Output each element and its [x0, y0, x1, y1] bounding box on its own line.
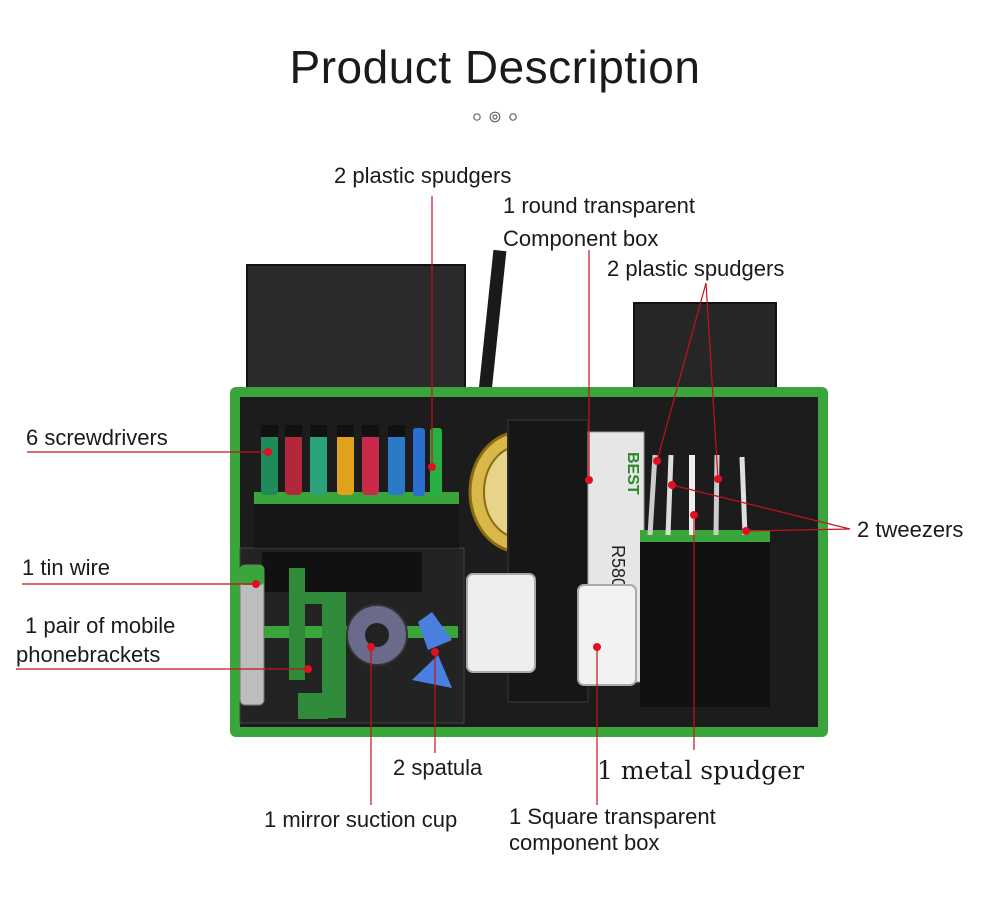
- screwdriver-pocket: [254, 504, 459, 548]
- label-round-box-line2: Component box: [503, 226, 659, 251]
- plastic-spudger-blue: [413, 428, 425, 496]
- label-tin-wire: 1 tin wire: [22, 555, 111, 580]
- dot-indicator: [473, 113, 481, 121]
- label-square-box-line1: 1 Square transparent: [509, 804, 716, 829]
- label-phone-brackets-line2: phonebrackets: [16, 642, 161, 667]
- phone-brackets: [289, 568, 346, 719]
- dot-indicator-active-center: [492, 114, 498, 120]
- velcro-strip: [262, 552, 422, 592]
- label-phone-brackets-line1: 1 pair of mobile: [25, 613, 176, 638]
- label-metal-spudger: 1 metal spudger: [597, 756, 804, 785]
- screwdriver: [337, 425, 354, 495]
- screwdrivers-group: [261, 425, 442, 496]
- screwdriver: [261, 425, 278, 495]
- tweezers-group: [640, 454, 770, 707]
- label-plastic-spudgers-left: 2 plastic spudgers: [334, 163, 512, 188]
- label-plastic-spudgers-right: 2 plastic spudgers: [607, 256, 785, 281]
- screwdriver: [310, 425, 327, 495]
- label-screwdrivers: 6 screwdrivers: [26, 425, 168, 450]
- page-title: Product Description: [289, 41, 701, 93]
- tin-wire-tube: [239, 564, 265, 706]
- callout-lines: [16, 196, 851, 805]
- label-square-box-line2: component box: [509, 830, 660, 855]
- label-tweezers: 2 tweezers: [857, 517, 964, 542]
- label-spatula: 2 spatula: [393, 755, 483, 780]
- square-component-box-left: [466, 573, 536, 673]
- plastic-spudger-green: [430, 428, 442, 496]
- package-model: R580: [608, 545, 628, 588]
- carousel-dots: [473, 111, 517, 123]
- callout-dots: [252, 448, 750, 673]
- strap: [474, 249, 507, 431]
- package-brand: BEST: [624, 452, 641, 495]
- screwdriver: [362, 425, 379, 495]
- screwdriver-pocket-band: [254, 492, 459, 504]
- dot-indicator: [509, 113, 517, 121]
- square-component-box: [577, 584, 637, 686]
- dot-indicator-active: [489, 111, 501, 123]
- screwdriver: [388, 425, 405, 495]
- spatula-lower: [412, 655, 452, 688]
- screwdriver: [285, 425, 302, 495]
- suction-cup: [346, 604, 408, 666]
- spatula-upper: [418, 612, 452, 650]
- label-suction-cup: 1 mirror suction cup: [264, 807, 458, 832]
- label-round-box-line1: 1 round transparent: [503, 193, 696, 218]
